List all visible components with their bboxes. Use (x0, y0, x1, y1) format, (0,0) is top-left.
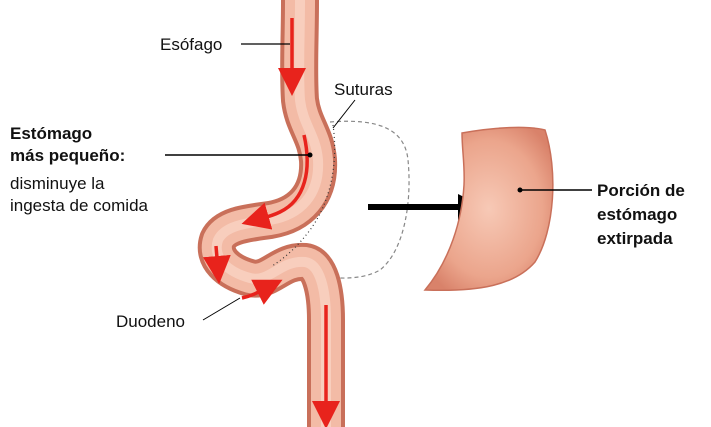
flow-arrow-loop-down (216, 246, 218, 270)
esofago-label: Esófago (160, 35, 222, 54)
porcion-dot (518, 188, 523, 193)
porcion-label-2: estómago (597, 205, 677, 224)
estomago-pequeno-label-2: más pequeño: (10, 146, 125, 165)
suturas-label: Suturas (334, 80, 393, 99)
disminuye-label-2: ingesta de comida (10, 196, 149, 215)
duodeno-leader (203, 298, 240, 320)
estomago-dot (308, 153, 313, 158)
porcion-label-1: Porción de (597, 181, 685, 200)
duodeno-label: Duodeno (116, 312, 185, 331)
estomago-pequeno-label-1: Estómago (10, 124, 92, 143)
porcion-label-3: extirpada (597, 229, 673, 248)
disminuye-label-1: disminuye la (10, 174, 105, 193)
suturas-leader (333, 100, 355, 128)
